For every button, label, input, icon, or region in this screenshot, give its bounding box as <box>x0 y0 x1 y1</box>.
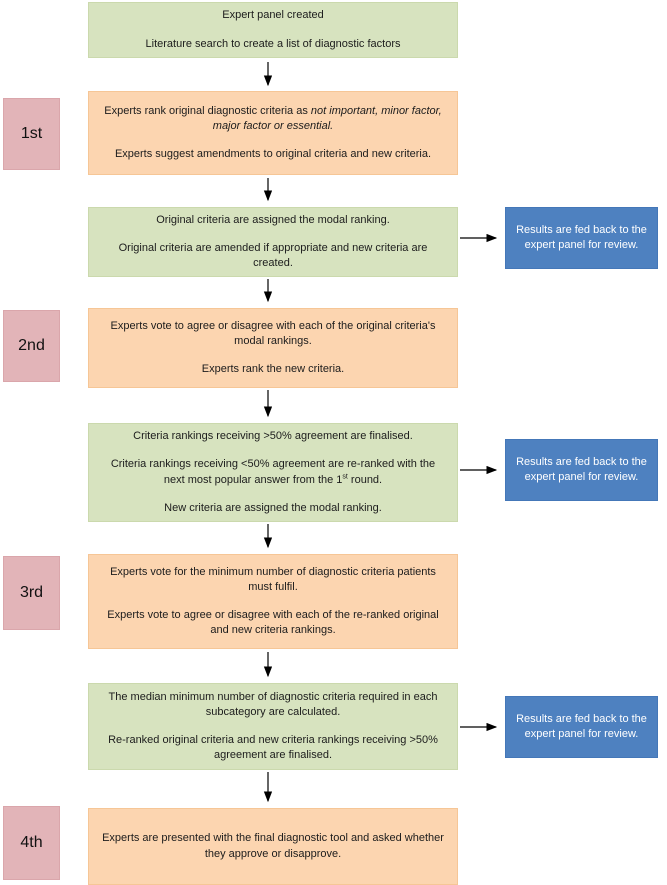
box-text: Original criteria are assigned the modal… <box>156 213 390 226</box>
box-text: Original criteria are amended if appropr… <box>118 241 428 270</box>
feedback-box-3: Results are fed back to the expert panel… <box>505 696 658 758</box>
box-text: Experts rank the new criteria. <box>201 363 345 376</box>
feedback-text: Results are fed back to the expert panel… <box>516 712 647 740</box>
box-text-normal: Criteria rankings receiving <50% agreeme… <box>110 458 436 486</box>
box-text: Re-ranked original criteria and new crit… <box>108 734 438 762</box>
box-text: Experts vote to agree or disagree with e… <box>107 609 439 637</box>
box-text-italic: not important, minor factor, major facto… <box>212 104 442 132</box>
box-round2-voting: Experts vote to agree or disagree with e… <box>88 308 458 388</box>
stage-label-1st: 1st <box>3 98 60 170</box>
box-modal-ranking-assigned: Original criteria are assigned the modal… <box>88 207 458 277</box>
feedback-box-1: Results are fed back to the expert panel… <box>505 207 658 269</box>
box-text: New criteria are assigned the modal rank… <box>164 501 382 514</box>
box-text: Experts vote for the minimum number of d… <box>110 565 436 593</box>
stage-label-text: 4th <box>20 834 43 851</box>
box-text: Experts vote to agree or disagree with e… <box>110 319 436 347</box>
box-text: Experts rank original diagnostic criteri… <box>99 104 447 134</box>
box-text: Literature search to create a list of di… <box>145 37 401 50</box>
box-round2-results: Criteria rankings receiving >50% agreeme… <box>88 423 458 522</box>
box-round3-voting: Experts vote for the minimum number of d… <box>88 554 458 649</box>
feedback-text: Results are fed back to the expert panel… <box>516 455 647 483</box>
box-text-normal: round. <box>347 473 383 486</box>
feedback-text: Results are fed back to the expert panel… <box>516 223 647 251</box>
box-text: The median minimum number of diagnostic … <box>108 690 438 718</box>
box-round4-approval: Experts are presented with the final dia… <box>88 808 458 885</box>
stage-label-text: 1st <box>20 125 43 142</box>
ordinal-superscript: st <box>342 472 348 480</box>
box-round3-results: The median minimum number of diagnostic … <box>88 683 458 770</box>
stage-label-3rd: 3rd <box>3 556 60 630</box>
stage-label-2nd: 2nd <box>3 310 60 382</box>
stage-label-text: 3rd <box>19 584 44 601</box>
box-round1-ranking: Experts rank original diagnostic criteri… <box>88 91 458 175</box>
stage-label-4th: 4th <box>3 806 60 880</box>
box-text-normal: Experts rank original diagnostic criteri… <box>104 104 311 117</box>
box-text: Experts suggest amendments to original c… <box>114 148 432 161</box>
box-text: Criteria rankings receiving <50% agreeme… <box>99 457 447 487</box>
box-text: Expert panel created <box>222 9 324 22</box>
stage-label-text: 2nd <box>18 337 45 354</box>
box-text: Criteria rankings receiving >50% agreeme… <box>133 430 413 443</box>
feedback-box-2: Results are fed back to the expert panel… <box>505 439 658 501</box>
box-panel-created: Expert panel created Literature search t… <box>88 2 458 58</box>
box-text: Experts are presented with the final dia… <box>102 832 444 860</box>
